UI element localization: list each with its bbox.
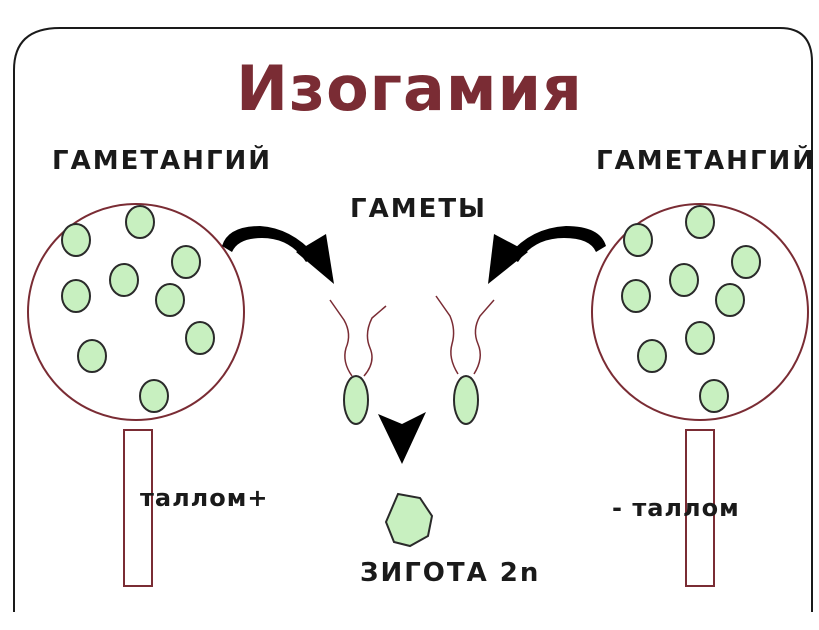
cell xyxy=(622,280,650,312)
cell xyxy=(78,340,106,372)
gametangium-left-label: ГАМЕТАНГИЙ xyxy=(52,146,272,176)
cell xyxy=(700,380,728,412)
cell xyxy=(140,380,168,412)
gametes-label: ГАМЕТЫ xyxy=(350,194,487,224)
cell xyxy=(732,246,760,278)
cell xyxy=(126,206,154,238)
gametangium-right-label: ГАМЕТАНГИЙ xyxy=(596,146,816,176)
cell xyxy=(624,224,652,256)
cell xyxy=(156,284,184,316)
cell xyxy=(172,246,200,278)
gamete-left-body xyxy=(344,376,368,424)
cell xyxy=(686,322,714,354)
gamete-right xyxy=(436,296,494,374)
cell xyxy=(716,284,744,316)
cell xyxy=(686,206,714,238)
cell xyxy=(670,264,698,296)
thallus-minus-label: - таллом xyxy=(612,494,740,522)
cell xyxy=(638,340,666,372)
cell xyxy=(62,280,90,312)
cell xyxy=(186,322,214,354)
fusion-arrow xyxy=(378,412,426,464)
gamete-right-body xyxy=(454,376,478,424)
right-release-arrow xyxy=(488,226,606,284)
page-title: Изогамия xyxy=(0,52,819,125)
thallus-plus-label: таллом+ xyxy=(140,484,268,512)
gamete-left xyxy=(330,300,386,376)
zygote-label: ЗИГОТА 2n xyxy=(360,558,540,588)
cell xyxy=(110,264,138,296)
left-release-arrow xyxy=(222,226,334,284)
zygote-cell xyxy=(386,494,432,546)
cell xyxy=(62,224,90,256)
